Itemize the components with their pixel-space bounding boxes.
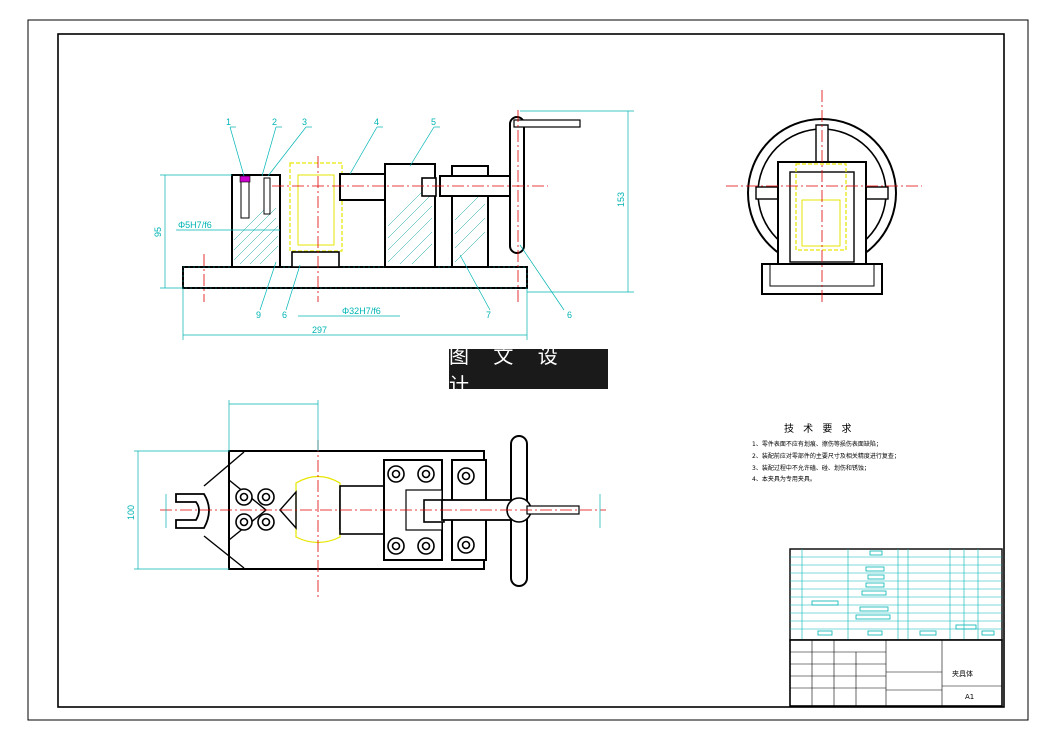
side-workpiece xyxy=(795,163,847,251)
callout-5: 5 xyxy=(431,117,436,127)
callout-3: 3 xyxy=(302,117,307,127)
watermark-banner: 图 文 设 计 xyxy=(449,344,608,397)
tech-requirements: 技 术 要 求 1、零件表面不应有划痕、擦伤等损伤表面缺陷； 2、装配前应对零部… xyxy=(752,422,900,483)
dim-overall-length: 297 xyxy=(312,325,327,335)
handwheel-front xyxy=(509,116,525,254)
parts-list xyxy=(789,548,1003,641)
workpiece-outline xyxy=(289,162,343,252)
dim-width: 100 xyxy=(126,505,136,520)
screw xyxy=(263,177,271,215)
fork-end xyxy=(175,493,210,529)
sheet-size: A1 xyxy=(965,693,974,701)
tech-title: 技 术 要 求 xyxy=(784,422,855,435)
top-view: 100 xyxy=(126,400,606,598)
base-plate-hatch xyxy=(182,266,528,289)
title-block: 夹具体 A1 xyxy=(789,548,1003,707)
base-plate xyxy=(182,266,528,289)
handle xyxy=(513,119,581,128)
inner-border xyxy=(57,33,1005,708)
callout-1: 1 xyxy=(226,117,231,127)
top-nut xyxy=(423,499,445,523)
right-support-hatch xyxy=(454,189,486,263)
fork-edge-top xyxy=(203,451,245,487)
tech-line-4: 4、本夹具为专用夹具。 xyxy=(752,475,816,483)
dimension-lines-front xyxy=(160,110,634,340)
outer-frame xyxy=(27,19,1029,721)
locating-pin xyxy=(240,177,250,219)
centerlines-top xyxy=(160,440,606,598)
tech-line-1: 1、零件表面不应有划痕、擦伤等损伤表面缺陷； xyxy=(752,440,882,448)
nut xyxy=(421,177,437,197)
centerlines-front xyxy=(203,110,548,302)
side-workpiece-inner xyxy=(801,199,841,247)
front-view: 1 2 3 4 5 6 7 9 6 95 153 Φ5H7/f6 Φ32H7/f… xyxy=(153,110,634,340)
tech-line-3: 3、装配过程中不允许磕、碰、划伤和锈蚀； xyxy=(752,464,870,472)
parts-list-entries xyxy=(811,550,995,636)
drawing-name: 夹具体 xyxy=(952,669,973,678)
middle-block-hatch xyxy=(387,181,433,265)
dim-fit-lower: Φ32H7/f6 xyxy=(342,306,381,316)
bolt-group-right xyxy=(457,467,475,554)
bolt-group-left xyxy=(235,488,275,531)
top-workpiece xyxy=(295,475,341,544)
support-block xyxy=(291,251,340,268)
callout-7: 7 xyxy=(486,310,491,320)
bolt-group-middle xyxy=(387,465,435,555)
tech-line-2: 2、装配前应对零部件的主要尺寸及相关精度进行复查； xyxy=(752,452,900,460)
title-table xyxy=(789,639,1003,707)
fork-edge-bottom xyxy=(203,535,245,569)
dim-height-right: 153 xyxy=(616,192,626,207)
pin-head xyxy=(239,175,251,183)
centerlines-side xyxy=(726,90,922,305)
side-view xyxy=(726,90,922,305)
callout-9: 9 xyxy=(256,310,261,320)
dimension-lines-top xyxy=(134,400,601,570)
dim-height-left: 95 xyxy=(153,227,163,237)
workpiece-inner xyxy=(297,174,335,246)
callout-2: 2 xyxy=(272,117,277,127)
callout-6-left: 6 xyxy=(282,310,287,320)
dim-fit-upper: Φ5H7/f6 xyxy=(178,220,212,230)
callout-4: 4 xyxy=(374,117,379,127)
title-table-grid xyxy=(790,640,1002,706)
callout-6-right: 6 xyxy=(567,310,572,320)
